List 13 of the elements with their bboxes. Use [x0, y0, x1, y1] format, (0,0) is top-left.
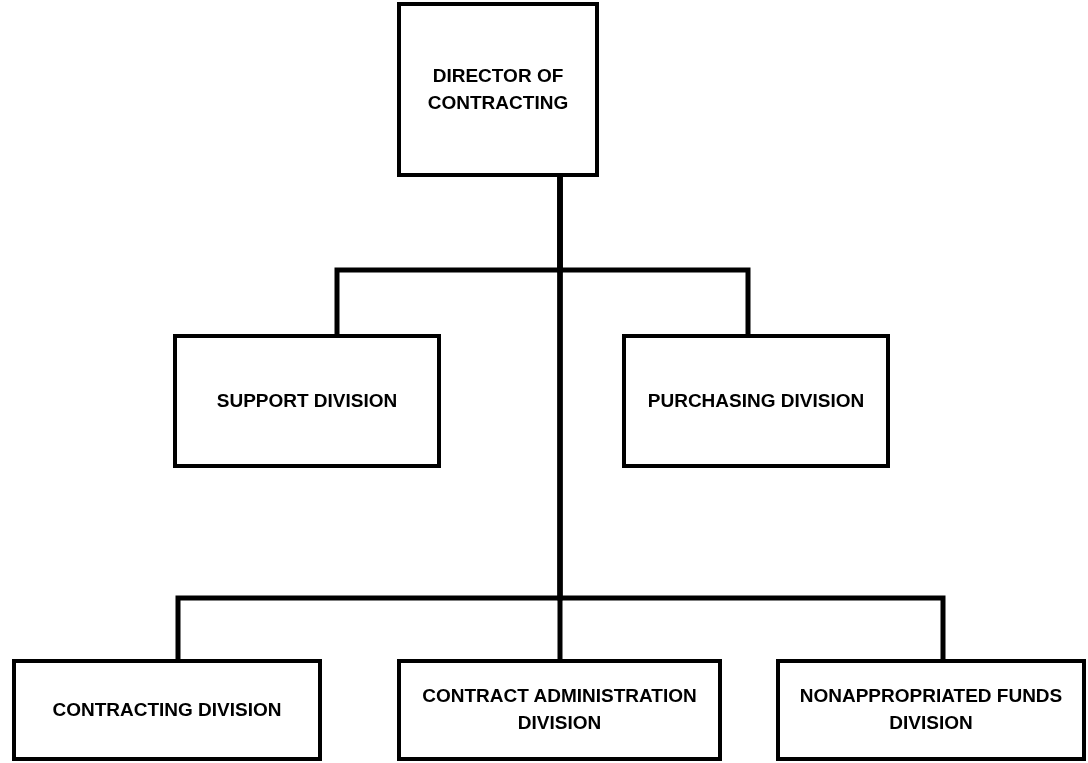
org-box — [397, 2, 599, 177]
box-label: SUPPORT DIVISION — [216, 388, 398, 413]
box-label: PURCHASING DIVISION — [647, 388, 865, 413]
org-box — [12, 659, 322, 761]
org-box — [173, 334, 441, 468]
box-label: DIRECTOR OF CONTRACTING — [426, 63, 570, 115]
org-box — [397, 659, 722, 761]
box-label: CONTRACT ADMINISTRATION DIVISION — [421, 684, 698, 735]
org-box — [776, 659, 1086, 761]
org-box — [622, 334, 890, 468]
connector-line — [557, 177, 946, 659]
box-label: NONAPPROPRIATED FUNDS DIVISION — [798, 684, 1064, 735]
box-label: CONTRACTING DIVISION — [52, 697, 282, 722]
